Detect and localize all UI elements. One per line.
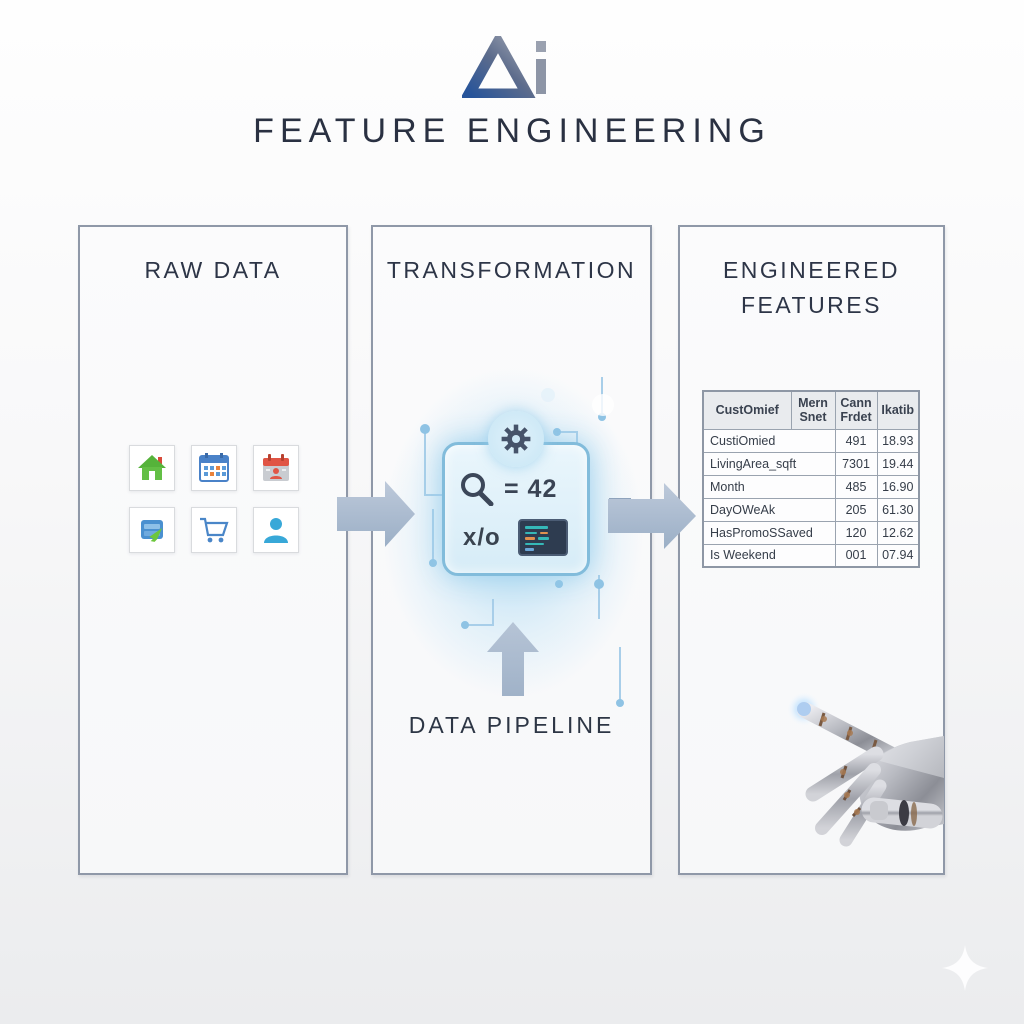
search-equation: = 42 [459, 472, 557, 506]
listing-search-icon [129, 507, 175, 553]
gear-badge [488, 411, 544, 467]
gear-icon [501, 424, 531, 454]
table-row: LivingArea_sqft 7301 19.44 [702, 451, 920, 476]
table-header-row: CustOmief Mern Snet Cann Frdet Ikatib [702, 390, 920, 430]
shopping-cart-icon [191, 507, 237, 553]
calendar-icon [191, 445, 237, 491]
raw-data-icon-grid [129, 445, 301, 553]
raw-data-header: RAW DATA [144, 257, 282, 283]
variables-text: x/o [463, 523, 501, 551]
robot-hand [758, 658, 944, 872]
features-table: CustOmief Mern Snet Cann Frdet Ikatib Cu… [702, 390, 920, 568]
user-icon [253, 507, 299, 553]
transformation-panel: TRANSFORMATION [371, 225, 652, 875]
magnifier-icon [461, 473, 494, 506]
equation-text: = 42 [504, 474, 558, 503]
engineered-features-header: ENGINEERED FEATURES [722, 257, 901, 318]
table-row: HasPromoSSaved 120 12.62 [702, 520, 920, 545]
arrow-pipeline-up [487, 622, 539, 696]
circuit-decoration [420, 377, 624, 707]
table-row: DayOWeAk 205 61.30 [702, 497, 920, 522]
data-pipeline-label: DATA PIPELINE [408, 712, 615, 738]
ai-logo [459, 30, 562, 100]
sparkle-icon [942, 945, 988, 991]
arrow-raw-to-transform [337, 481, 415, 547]
code-window-icon [517, 519, 568, 556]
ai-logo-icon [459, 30, 546, 100]
event-calendar-icon [253, 445, 299, 491]
table-row: Is Weekend 001 07.94 [702, 543, 920, 568]
robot-hand-image [786, 691, 944, 847]
variables-row: x/o [463, 519, 568, 556]
raw-data-panel: RAW DATA [78, 225, 348, 875]
col-header: Mern Snet [790, 390, 836, 430]
col-header: Cann Frdet [834, 390, 878, 430]
col-header: Ikatib [876, 390, 920, 430]
table-row: Month 485 16.90 [702, 474, 920, 499]
transformation-header: TRANSFORMATION [386, 257, 637, 283]
table-row: CustiOmied 491 18.93 [702, 428, 920, 453]
arrow-transform-to-features [608, 483, 696, 549]
house-icon [129, 445, 175, 491]
col-header: CustOmief [702, 390, 792, 430]
page-title: FEATURE ENGINEERING [253, 112, 771, 150]
